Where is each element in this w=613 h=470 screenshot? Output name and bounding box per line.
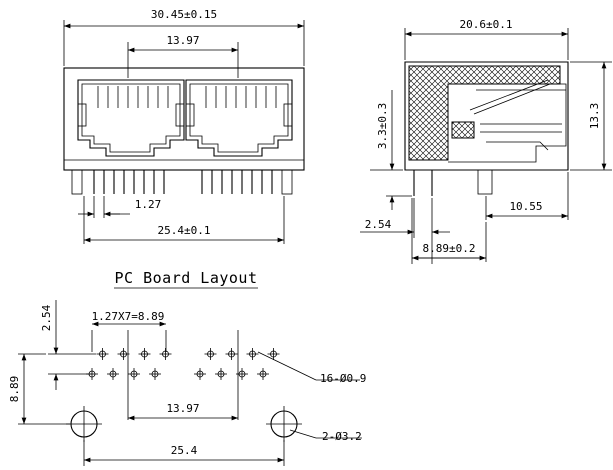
dim-overall-width: 30.45±0.15 xyxy=(151,8,217,21)
front-view: 30.45±0.15 13.97 1.27 25.4±0.1 xyxy=(63,8,305,244)
dim-pcb-row-offset: 2.54 xyxy=(40,304,53,331)
dim-peg-spacing: 25.4±0.1 xyxy=(158,224,211,237)
dim-pcb-port-pitch: 13.97 xyxy=(166,402,199,415)
connector-housing-front xyxy=(63,67,305,171)
label-pin-holes: 16-Ø0.9 xyxy=(320,372,366,385)
label-peg-holes: 2-Ø3.2 xyxy=(322,430,362,443)
pcb-pin-holes xyxy=(86,348,280,380)
dim-pin-offset: 2.54 xyxy=(365,218,392,231)
connector-housing-side xyxy=(404,61,569,171)
dim-depth: 20.6±0.1 xyxy=(460,18,513,31)
peg-right xyxy=(281,169,293,195)
dim-standoff: 3.3±0.3 xyxy=(376,103,389,149)
dim-pin-pitch: 1.27 xyxy=(135,198,162,211)
side-peg xyxy=(477,169,493,195)
dim-row-spacing: 8.89±0.2 xyxy=(423,242,476,255)
dim-pcb-peg-spacing: 25.4 xyxy=(171,444,198,457)
pcb-layout: PC Board Layout 2.54 8.89 1.27X7=8.89 13… xyxy=(8,269,366,466)
side-view: 20.6±0.1 13.3 3.3±0.3 2.54 10.55 8.89±0.… xyxy=(360,18,612,264)
dim-pcb-pin-span: 1.27X7=8.89 xyxy=(92,310,165,323)
port-left xyxy=(77,79,185,157)
peg-left xyxy=(71,169,83,195)
pcb-layout-title: PC Board Layout xyxy=(115,269,258,287)
dim-port-pitch: 13.97 xyxy=(166,34,199,47)
front-pins xyxy=(93,170,273,194)
port-right xyxy=(185,79,293,157)
dim-pcb-row-spacing: 8.89 xyxy=(8,376,21,403)
dim-height: 13.3 xyxy=(588,103,601,130)
dim-peg-offset: 10.55 xyxy=(509,200,542,213)
